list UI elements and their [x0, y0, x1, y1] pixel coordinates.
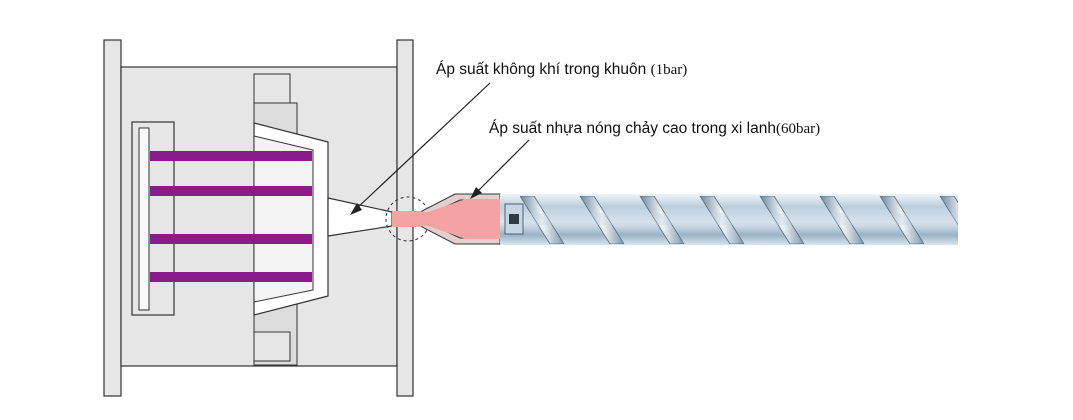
screw-flight	[879, 196, 925, 244]
screw-flight	[759, 196, 805, 244]
melt-nozzle-core	[392, 199, 500, 239]
air-pressure-label: Áp suất không khí trong khuôn (1bar)	[436, 61, 687, 79]
screw-flight	[639, 196, 685, 244]
ejector-pin-4	[150, 272, 312, 282]
leader-melt-pressure	[470, 139, 530, 199]
check-ring-slot	[509, 214, 519, 224]
melt-pressure-text: Áp suất nhựa nóng chảy cao trong xi lanh	[489, 120, 776, 137]
melt-pressure-label: Áp suất nhựa nóng chảy cao trong xi lanh…	[489, 120, 820, 138]
screw-flight	[819, 196, 865, 244]
screw-flight	[939, 196, 958, 226]
ejector-pin-1	[150, 151, 312, 161]
leader-air-pressure	[350, 82, 491, 215]
ejector-plate	[131, 121, 175, 316]
melt-pressure-value: (60bar)	[776, 121, 821, 137]
screw-flight	[579, 196, 625, 244]
ejector-bar	[138, 127, 150, 311]
guide-block-top	[253, 73, 291, 104]
ejector-pin-2	[150, 186, 312, 196]
left-platen	[103, 39, 122, 397]
air-pressure-text: Áp suất không khí trong khuôn	[436, 61, 651, 78]
air-pressure-value: (1bar)	[650, 62, 688, 78]
screw-flight	[520, 196, 565, 244]
screw-flights	[520, 196, 958, 244]
cavity-inner	[253, 135, 314, 303]
screw-root	[525, 213, 958, 225]
ejector-pin-3	[150, 234, 312, 244]
guide-block-bottom	[253, 331, 291, 362]
screw-flight	[699, 196, 745, 244]
